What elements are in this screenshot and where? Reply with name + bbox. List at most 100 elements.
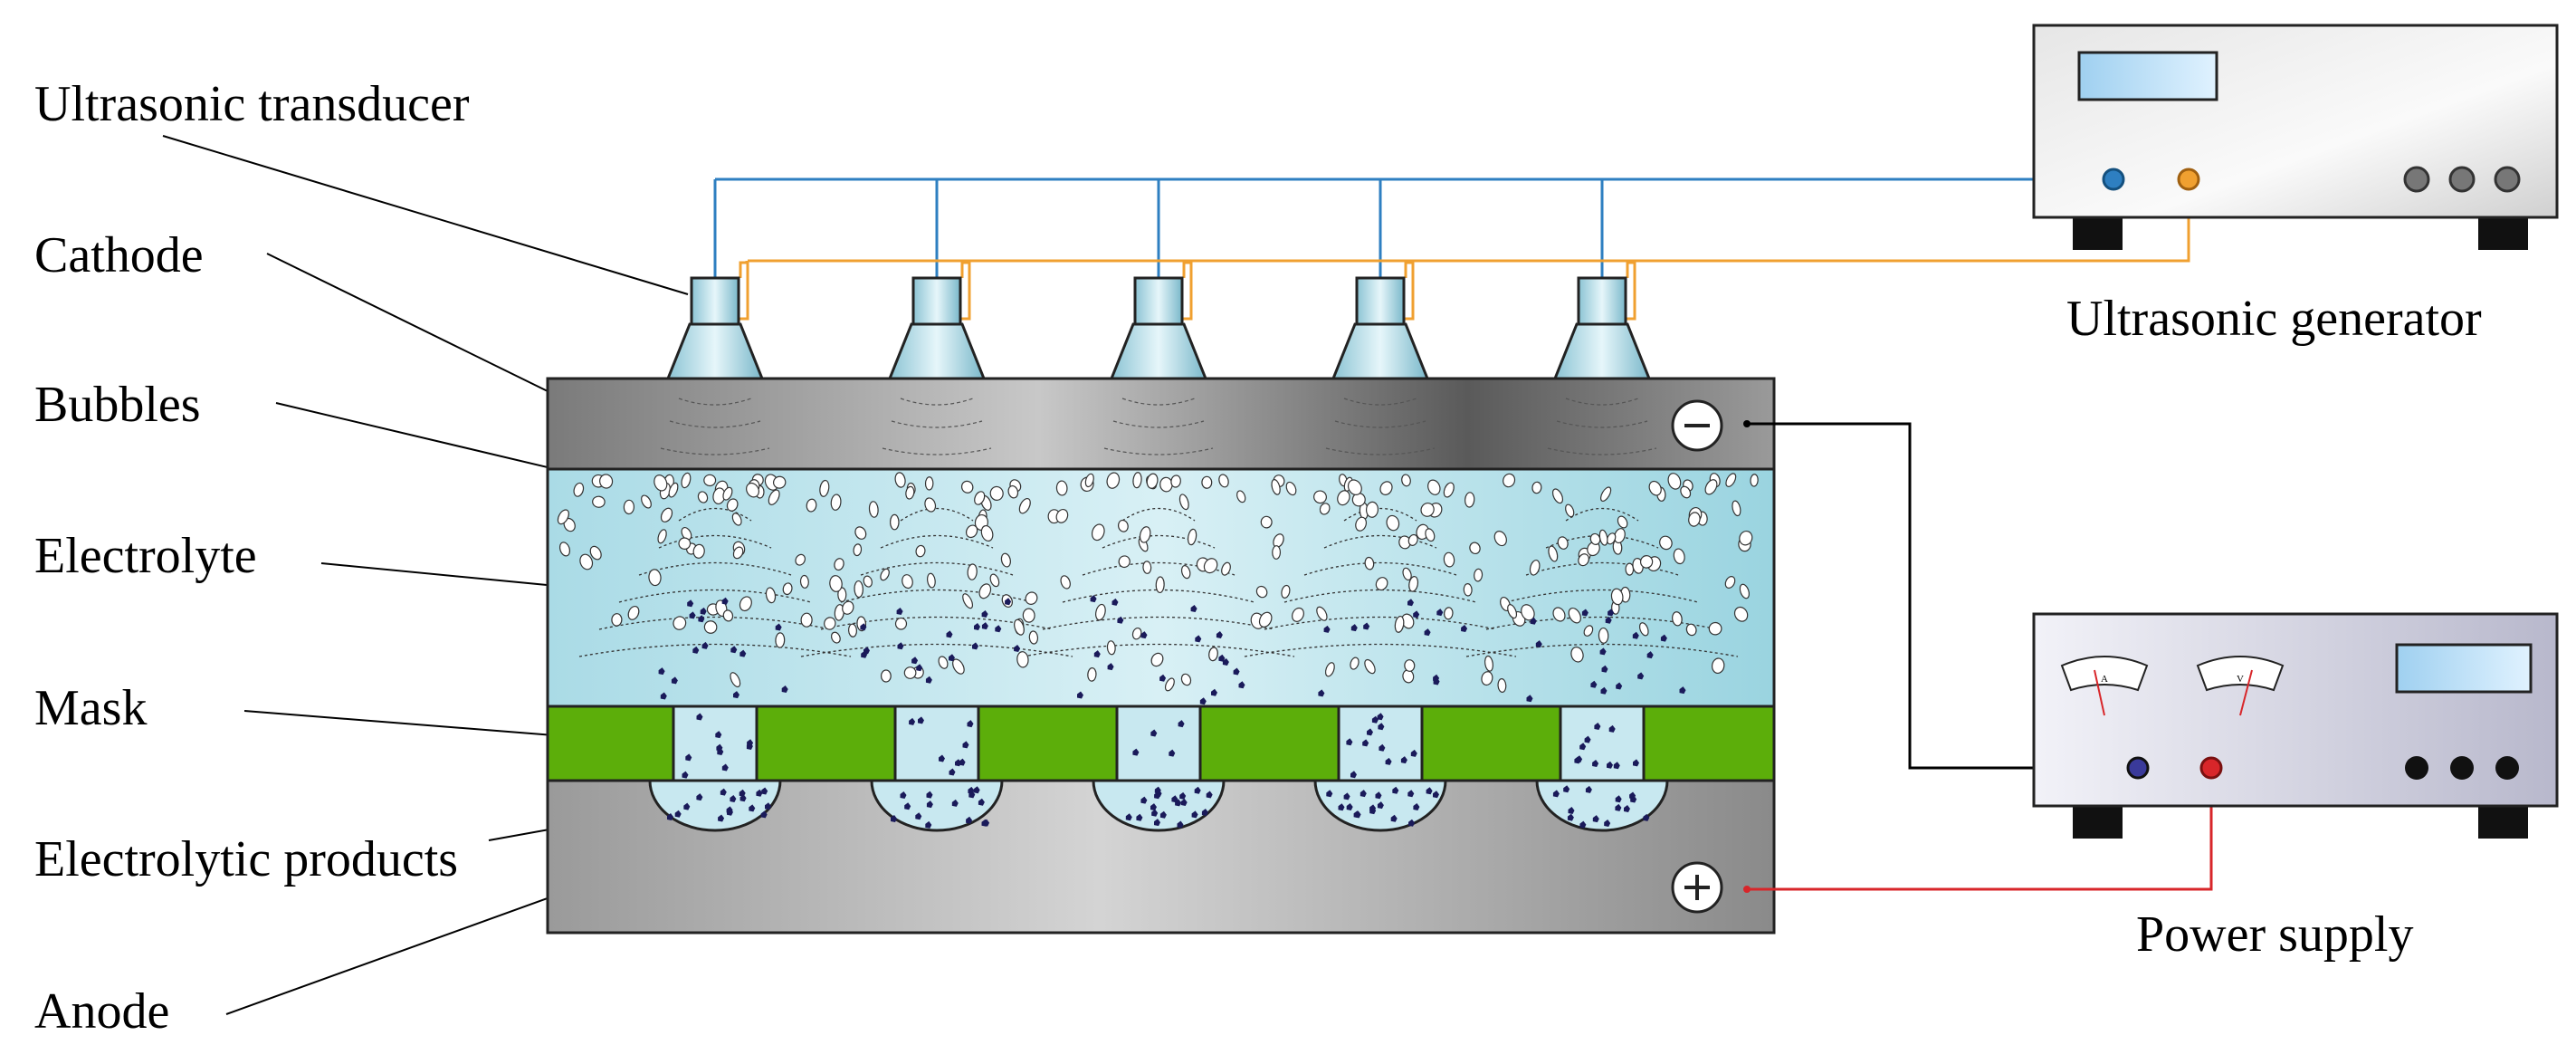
generator-output-orange [2177,168,2200,191]
product-particle [687,599,694,608]
product-particle [1433,674,1440,682]
bubble [1484,655,1494,672]
product-particle [1150,729,1158,737]
bubble [1750,474,1759,487]
orange-wire [739,261,749,321]
bubble [1375,577,1388,591]
bubble [1260,515,1273,529]
transducer-head [690,276,740,326]
bubble [1465,492,1475,508]
bubble [765,587,777,604]
bubble [599,474,614,489]
product-particle [896,608,903,615]
product-particle [1436,609,1444,617]
bubble [1401,474,1411,487]
bubble [1132,472,1142,489]
bubble [1364,556,1375,570]
product-particle [916,664,923,672]
product-particle [1140,796,1148,804]
bubble [978,583,992,599]
product-particle [1567,813,1574,821]
product-particle [1615,803,1622,811]
bubble [1142,561,1152,574]
wavefront-arc [1121,398,1196,406]
product-particle [1117,616,1124,624]
wavefront-arc [598,616,832,630]
bubble [648,569,662,587]
product-particle [1005,598,1012,606]
product-particle [756,789,763,797]
wavefront-arc [1042,616,1275,630]
product-particle [949,654,955,662]
orange-wire [1182,261,1192,278]
bubble [1139,526,1151,543]
power-supply-knob [2450,756,2474,780]
product-particle [1379,743,1386,752]
bubble [1443,482,1455,498]
anode-terminal [1671,861,1723,914]
ultrasonic-transducers [665,276,1652,380]
product-particle [692,646,700,654]
product-particle [689,611,696,619]
bubble [967,563,978,580]
transducer-head [1355,276,1406,326]
bubble [854,526,867,540]
product-particle [700,607,707,615]
product-particle [716,743,723,752]
bubble [1355,516,1368,532]
bubble [830,631,841,644]
cathode-wavefronts [660,398,1657,455]
bubble [775,632,786,648]
product-particle [1390,814,1398,822]
bubble [806,498,817,513]
product-particle [730,646,738,654]
bubble [1425,528,1436,542]
bubble [1000,552,1011,568]
product-particle [683,802,691,810]
wavefront-arc [891,420,983,428]
bubble [1292,607,1304,622]
product-particle [966,816,973,824]
product-particle [1346,738,1353,746]
bubble [1285,481,1297,496]
product-particle [1624,805,1630,812]
bubble [799,574,809,589]
bubble [1568,607,1581,624]
label-cathode: Cathode [34,227,204,283]
bubble [1503,473,1516,488]
bubble [772,475,787,489]
label-group: Ultrasonic transducer Cathode Bubbles El… [34,76,470,1040]
bubble [795,553,806,566]
product-particle [949,768,956,776]
power-supply-foot-right [2478,806,2528,839]
bubble [1281,584,1291,599]
product-particle [1326,790,1333,798]
label-ultrasonic-generator: Ultrasonic generator [2066,291,2482,347]
product-particle [926,791,933,799]
product-particle [915,812,922,820]
wavefront-arc [1022,643,1295,657]
bubble [894,472,906,488]
product-particle [1132,748,1140,756]
generator-knob [2448,166,2476,193]
product-particle [911,657,919,665]
product-particle [1600,686,1608,695]
bubble [1589,532,1601,545]
bubble [989,573,1000,588]
bubble [623,499,634,515]
product-particle [974,623,980,630]
product-particle [1222,658,1229,666]
product-particle [1410,749,1417,757]
product-particle [721,597,729,605]
bubble [1178,494,1189,511]
wavefront-arc [1547,447,1657,455]
product-particle [720,788,727,796]
bubble [1155,576,1165,594]
bubble [1095,603,1106,621]
bubble [1685,623,1697,637]
bubble [627,605,640,620]
bubbles [557,472,1759,693]
product-particle [1616,682,1623,690]
product-particle [1353,810,1360,819]
power-supply-knob [2495,756,2519,780]
